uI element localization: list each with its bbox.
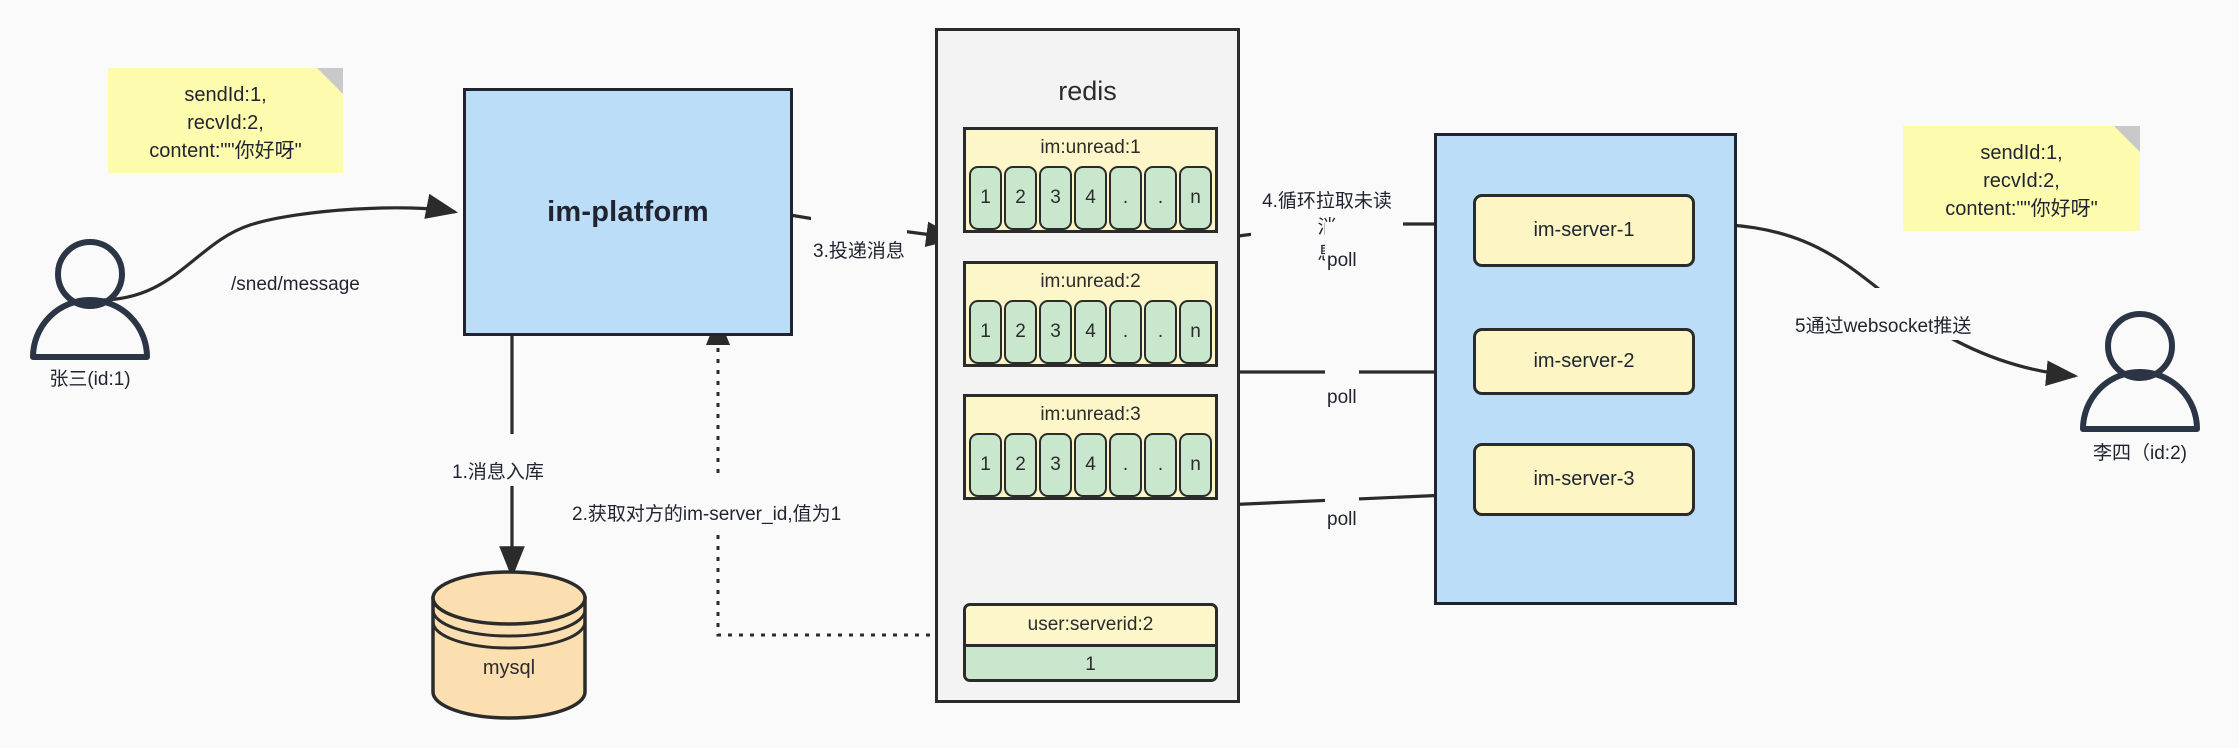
im-server-3-box[interactable]: im-server-3 (1473, 443, 1695, 516)
queue-cell: 3 (1039, 433, 1072, 497)
edge-label-step1: 1.消息入库 (450, 434, 546, 486)
queue-cell: . (1144, 433, 1177, 497)
queue-cell: 2 (1004, 433, 1037, 497)
im-server-1-label: im-server-1 (1533, 219, 1635, 241)
redis-title: redis (1058, 76, 1117, 106)
edge-label-poll-2: poll (1325, 359, 1359, 411)
queue-cell: n (1179, 300, 1212, 364)
redis-queue-2[interactable]: im:unread:3 1 2 3 4 . . n (963, 394, 1218, 500)
sender-label: 张三(id:1) (10, 364, 170, 391)
receiver-label-text: 李四（id:2) (2093, 443, 2187, 464)
sender-head-icon (55, 239, 125, 309)
queue-cell: . (1144, 300, 1177, 364)
sender-body-icon (30, 297, 150, 360)
note-right: sendId:1, recvId:2, content:""你好呀" (1903, 126, 2140, 231)
receiver-body-icon (2080, 369, 2200, 432)
queue-cell: . (1109, 166, 1142, 230)
redis-queue-1-key: im:unread:2 (1040, 271, 1141, 292)
edge-label-poll-3: poll (1325, 481, 1359, 533)
queue-cell: 3 (1039, 166, 1072, 230)
queue-cell: 2 (1004, 300, 1037, 364)
im-server-cluster: im-server-1 im-server-2 (1434, 133, 1737, 428)
mysql-label: mysql (482, 657, 536, 679)
im-server-cluster-lower: im-server-3 (1434, 425, 1737, 605)
im-server-2-label: im-server-2 (1533, 350, 1635, 372)
redis-kv-entry[interactable]: user:serverid:2 1 (963, 603, 1218, 682)
mysql-cylinder-icon (431, 570, 587, 720)
queue-cell: 4 (1074, 433, 1107, 497)
queue-cell: n (1179, 166, 1212, 230)
queue-cell: 1 (969, 166, 1002, 230)
queue-cell: . (1109, 300, 1142, 364)
edge-label-poll-1: poll (1325, 222, 1359, 274)
edge-label-send-message: /sned/message (229, 246, 362, 298)
redis-queue-2-key: im:unread:3 (1040, 404, 1141, 425)
redis-queue-2-cells: 1 2 3 4 . . n (966, 433, 1215, 500)
note-fold-icon (2114, 126, 2140, 152)
queue-cell: 1 (969, 433, 1002, 497)
note-right-text: sendId:1, recvId:2, content:""你好呀" (1945, 141, 2098, 220)
im-platform-box[interactable]: im-platform (463, 88, 793, 336)
edge-label-step2: 2.获取对方的im-server_id,值为1 (570, 476, 844, 528)
queue-cell: 4 (1074, 166, 1107, 230)
redis-queue-1-cells: 1 2 3 4 . . n (966, 300, 1215, 367)
im-server-1-box[interactable]: im-server-1 (1473, 194, 1695, 267)
receiver-label: 李四（id:2) (2060, 438, 2220, 465)
im-server-3-label: im-server-3 (1533, 468, 1635, 490)
queue-cell: . (1144, 166, 1177, 230)
queue-cell: . (1109, 433, 1142, 497)
redis-queue-1[interactable]: im:unread:2 1 2 3 4 . . n (963, 261, 1218, 367)
redis-queue-0-key: im:unread:1 (1040, 137, 1141, 158)
redis-kv-value: 1 (966, 644, 1215, 679)
edge-label-step3: 3.投递消息 (811, 213, 907, 265)
queue-cell: 3 (1039, 300, 1072, 364)
queue-cell: 1 (969, 300, 1002, 364)
im-server-2-box[interactable]: im-server-2 (1473, 328, 1695, 395)
note-left-text: sendId:1, recvId:2, content:""你好呀" (149, 83, 302, 162)
note-left: sendId:1, recvId:2, content:""你好呀" (108, 68, 343, 173)
redis-queue-0-cells: 1 2 3 4 . . n (966, 166, 1215, 233)
queue-cell: 2 (1004, 166, 1037, 230)
redis-kv-key: user:serverid:2 (1027, 614, 1154, 635)
im-platform-label: im-platform (547, 195, 709, 228)
note-fold-icon (317, 68, 343, 94)
redis-queue-0[interactable]: im:unread:1 1 2 3 4 . . n (963, 127, 1218, 233)
queue-cell: 4 (1074, 300, 1107, 364)
sender-label-text: 张三(id:1) (49, 369, 131, 390)
redis-container: redis im:unread:1 1 2 3 4 . . n im:unrea… (935, 28, 1240, 703)
edge-label-step5: 5通过websocket推送 (1793, 288, 1974, 340)
receiver-head-icon (2105, 311, 2175, 381)
queue-cell: n (1179, 433, 1212, 497)
